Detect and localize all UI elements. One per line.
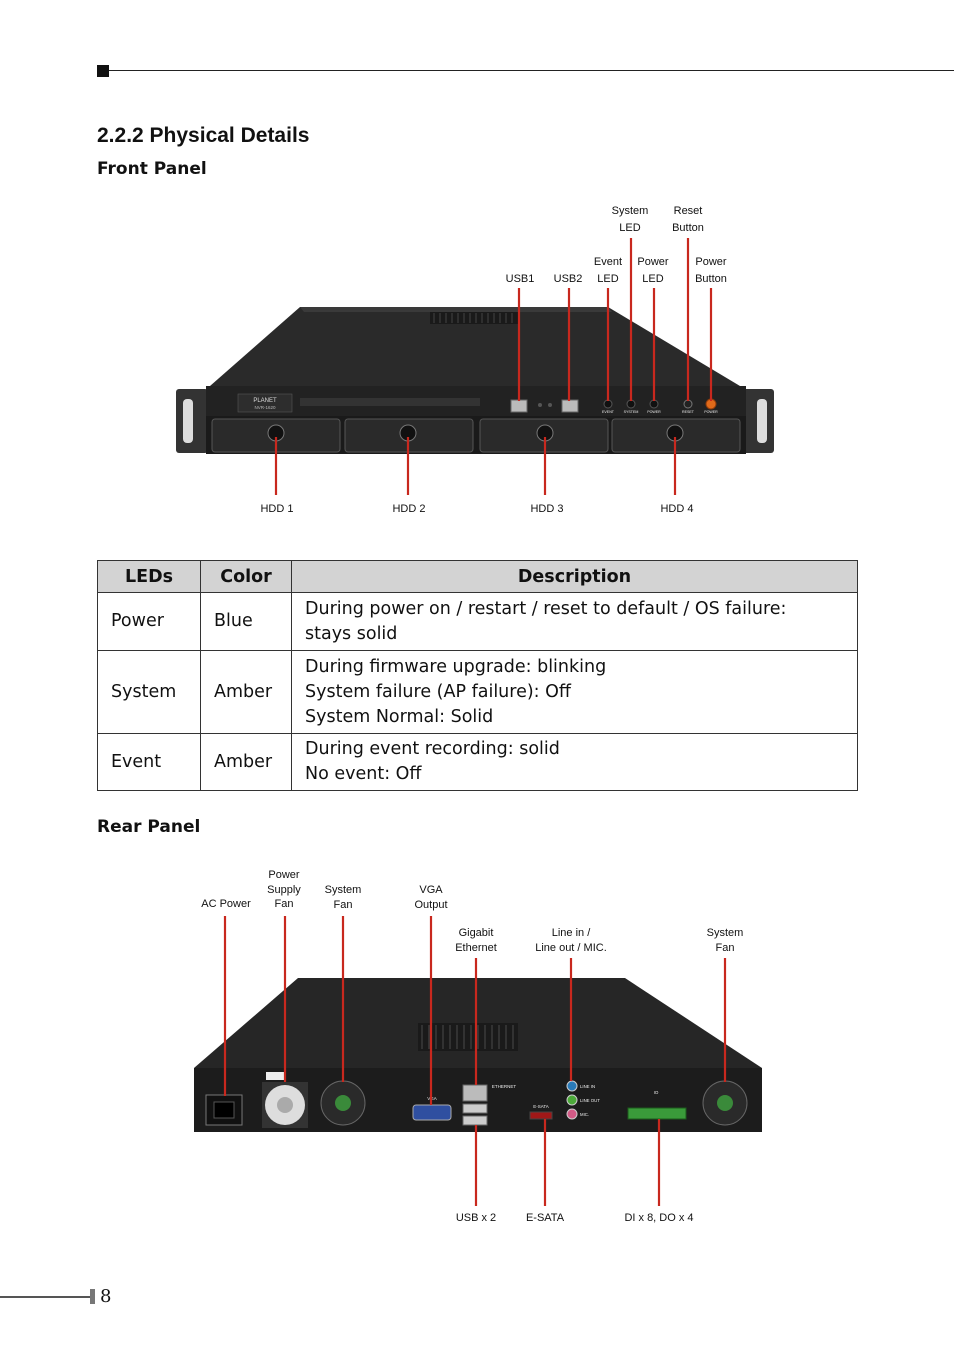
rear-callout-lines [223, 916, 727, 1206]
rear-panel-heading: Rear Panel [97, 817, 201, 837]
description-line: stays solid [305, 623, 398, 644]
reset-button [683, 399, 693, 409]
callout-usb1: USB1 [505, 273, 535, 285]
label-event: EVENT [602, 410, 615, 414]
footer-marker [90, 1289, 95, 1304]
logo-plate [237, 393, 293, 413]
cell-description: During power on / restart / reset to def… [291, 592, 858, 651]
callout-event-led: Event LED [593, 256, 623, 285]
line-in-jack [566, 1080, 578, 1092]
page-number: 8 [100, 1286, 112, 1307]
callout-power-button: Power Button [695, 256, 727, 285]
usb2-port [561, 399, 579, 413]
column-header-leds: LEDs [97, 560, 201, 593]
cell-color: Blue [200, 592, 292, 651]
usb-port-2 [462, 1115, 488, 1126]
description-line: System Normal: Solid [305, 706, 494, 727]
label-system: SYSTEM [624, 410, 639, 414]
label-reset: RESET [682, 410, 695, 414]
label-power-button: POWER [704, 410, 718, 414]
table-header-row: LEDs Color Description [97, 560, 858, 593]
header-square-marker [97, 65, 109, 77]
callout-gigabit-ethernet: Gigabit Ethernet [455, 927, 497, 954]
label-io: IO [654, 1090, 659, 1095]
cell-led: System [97, 650, 201, 734]
event-led [603, 399, 613, 409]
description-line: During event recording: solid [305, 739, 560, 759]
esata-port [529, 1111, 553, 1120]
callout-vga-output: VGA Output [414, 884, 448, 911]
section-title: 2.2.2 Physical Details [97, 124, 310, 147]
cell-color: Amber [200, 733, 292, 791]
callout-usb2: USB2 [553, 273, 583, 285]
model-text: NVR-1620 [254, 405, 276, 410]
column-header-description: Description [291, 560, 858, 593]
callout-reset-button: Reset Button [672, 205, 704, 234]
usb1-port [510, 399, 528, 413]
rear-panel-image: VGA ETHERNET E-SATA LINE IN LINE OUT MIC… [194, 916, 762, 1206]
vga-port [412, 1104, 452, 1121]
callout-hdd2: HDD 2 [392, 503, 426, 515]
label-mic: MIC. [580, 1112, 589, 1117]
usb-port-1 [462, 1103, 488, 1114]
description-line: During firmware upgrade: blinking [305, 656, 607, 677]
dio-terminal [627, 1107, 687, 1120]
callout-power-led: Power LED [637, 256, 669, 285]
table-row: Event Amber During event recording: soli… [97, 733, 858, 791]
callout-usb-x2: USB x 2 [455, 1212, 497, 1224]
label-power: POWER [647, 410, 661, 414]
table-row: Power Blue During power on / restart / r… [97, 592, 858, 651]
description-line: During power on / restart / reset to def… [305, 598, 787, 619]
line-out-jack [566, 1094, 578, 1106]
column-header-color: Color [200, 560, 292, 593]
description-line: No event: Off [305, 764, 422, 784]
ethernet-port [462, 1084, 488, 1102]
cell-description: During event recording: solid No event: … [291, 733, 858, 791]
label-line-in: LINE IN [580, 1084, 595, 1089]
label-line-out: LINE OUT [580, 1098, 600, 1103]
callout-psu-fan: Power Supply Fan [267, 869, 301, 910]
power-led [649, 399, 659, 409]
cell-led: Event [97, 733, 201, 791]
front-callout-lines [274, 238, 713, 495]
callout-hdd4: HDD 4 [660, 503, 694, 515]
callout-system-fan-right: System Fan [706, 927, 744, 954]
hdd-trays [211, 418, 741, 453]
callout-dio: DI x 8, DO x 4 [624, 1212, 694, 1224]
callout-esata: E-SATA [525, 1212, 565, 1224]
led-table: LEDs Color Description Power Blue During… [97, 560, 858, 791]
label-esata: E-SATA [533, 1104, 549, 1109]
brand-text: PLANET [253, 398, 277, 404]
cell-led: Power [97, 592, 201, 651]
header-rule [109, 70, 954, 72]
callout-hdd1: HDD 1 [260, 503, 294, 515]
cell-color: Amber [200, 650, 292, 734]
callout-system-led: System LED [611, 205, 649, 234]
front-panel-heading: Front Panel [97, 159, 207, 179]
description-line: System failure (AP failure): Off [305, 681, 571, 702]
callout-system-fan-left: System Fan [324, 884, 362, 911]
mic-jack [566, 1108, 578, 1120]
callout-ac-power: AC Power [201, 898, 251, 910]
cell-description: During firmware upgrade: blinking System… [291, 650, 858, 734]
callout-hdd3: HDD 3 [530, 503, 564, 515]
label-ethernet: ETHERNET [492, 1084, 517, 1089]
footer-rule [0, 1296, 90, 1298]
system-led [626, 399, 636, 409]
callout-audio: Line in / Line out / MIC. [535, 927, 607, 954]
table-row: System Amber During firmware upgrade: bl… [97, 650, 858, 734]
front-panel-image: PLANET NVR-1620 EVENT SYSTEM POWER RESET… [176, 238, 774, 495]
